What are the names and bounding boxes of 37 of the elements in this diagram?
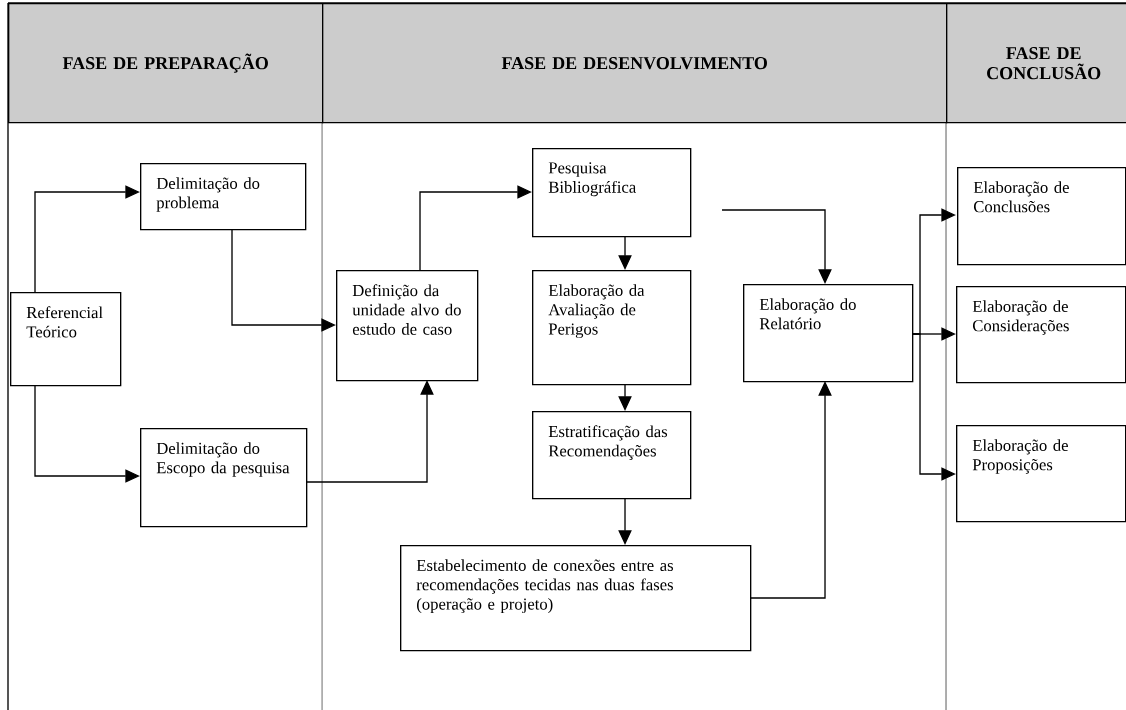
process-box (140, 428, 308, 528)
arrow (911, 333, 956, 481)
arrow (34, 384, 140, 483)
arrow (618, 497, 632, 545)
process-box (956, 425, 1126, 523)
process-box (140, 163, 307, 231)
process-box (400, 545, 752, 652)
process-box (743, 284, 914, 383)
arrow (231, 228, 336, 332)
process-box (532, 411, 692, 500)
box-label: Elaboração de Conclusões (973, 181, 1069, 213)
process-box (532, 148, 692, 238)
arrow (419, 185, 532, 271)
process-box (336, 270, 479, 382)
arrow (34, 185, 140, 293)
box-label: Referencial Teórico (26, 306, 103, 338)
box-label: Pesquisa Bibliográfica (548, 162, 636, 197)
box-label: Elaboração de Proposições (972, 439, 1068, 474)
arrow (721, 209, 832, 284)
process-box (957, 167, 1126, 266)
box-label: Elaboração da Avaliação de Perigos (548, 284, 645, 339)
arrow (618, 235, 632, 270)
process-box (532, 270, 692, 386)
process-box (956, 286, 1126, 384)
arrow (305, 380, 434, 483)
box-label: Elaboração de Considerações (972, 300, 1069, 335)
box-label: Delimitação do problema (156, 177, 260, 212)
box-label: Definição da unidade alvo do estudo de caso (352, 284, 461, 335)
box-label: Delimitação do Escopo da pesquisa (156, 442, 290, 477)
arrow (618, 383, 632, 411)
column-header: FASE DE PREPARAÇÃO (8, 3, 324, 124)
column-header: FASE DE CONCLUSÃO (946, 3, 1126, 124)
process-box (10, 292, 122, 387)
box-label: Estratificação das Recomendações (548, 425, 668, 460)
box-label: Estabelecimento de conexões entre as recomendações tecidas nas duas fases (operação e projeto) (416, 559, 673, 614)
arrow (749, 381, 832, 599)
box-label: Elaboração do Relatório (759, 298, 856, 330)
